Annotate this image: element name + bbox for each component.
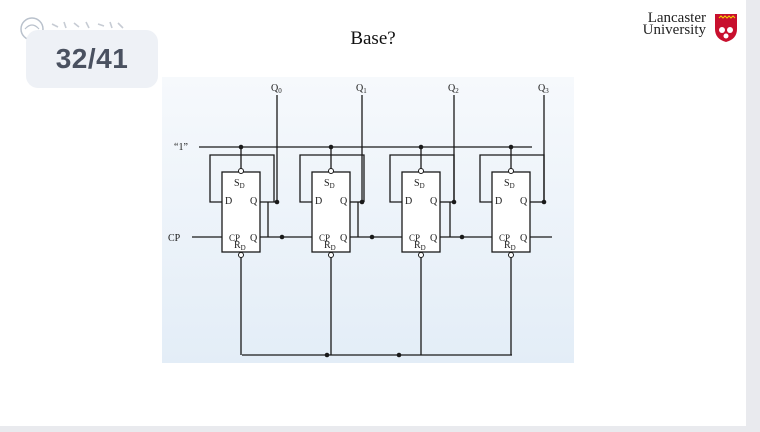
set-junction-dot bbox=[418, 144, 424, 150]
clock-label: CP bbox=[229, 233, 240, 243]
set-input-bubble bbox=[328, 168, 334, 174]
reset-label: RD bbox=[414, 240, 426, 252]
set-junction-dot bbox=[508, 144, 514, 150]
output-label-q2: Q2 bbox=[448, 83, 459, 95]
set-label: SD bbox=[414, 178, 425, 190]
d-input-label: D bbox=[495, 196, 502, 207]
q-output-label: Q bbox=[430, 196, 438, 207]
output-label-q1: Q1 bbox=[356, 83, 367, 95]
set-input-bubble bbox=[238, 168, 244, 174]
reset-label: RD bbox=[504, 240, 516, 252]
input-one-label: “1” bbox=[174, 142, 188, 153]
q-output-dot bbox=[274, 199, 280, 205]
reset-label: RD bbox=[234, 240, 246, 252]
clock-junction-dot bbox=[459, 234, 465, 240]
reset-input-bubble bbox=[508, 252, 514, 258]
d-input-label: D bbox=[405, 196, 412, 207]
slide-title: Base? bbox=[350, 28, 396, 49]
feedback-frame-left bbox=[389, 154, 421, 203]
set-label: SD bbox=[234, 178, 245, 190]
reset-input-bubble bbox=[328, 252, 334, 258]
q-output-label: Q bbox=[520, 196, 528, 207]
clock-junction-dot bbox=[279, 234, 285, 240]
qbar-output-label: Q bbox=[430, 233, 438, 244]
lancaster-university-logo: Lancaster University bbox=[634, 10, 738, 46]
d-input-label: D bbox=[315, 196, 322, 207]
set-label: SD bbox=[324, 178, 335, 190]
reset-input-bubble bbox=[418, 252, 424, 258]
feedback-frame-right bbox=[331, 154, 365, 202]
clock-label: CP bbox=[319, 233, 330, 243]
clock-junction-dot bbox=[369, 234, 375, 240]
university-name-line1: Lancaster bbox=[647, 10, 706, 26]
feedback-frame-left bbox=[299, 154, 331, 203]
set-label: SD bbox=[504, 178, 515, 190]
university-name-line2: University bbox=[642, 22, 706, 38]
reset-label: RD bbox=[324, 240, 336, 252]
slide-counter: 32/41 bbox=[26, 30, 158, 88]
set-junction-dot bbox=[238, 144, 244, 150]
feedback-frame-left bbox=[209, 154, 241, 203]
lancaster-crest-icon bbox=[715, 14, 737, 42]
q-output-dot bbox=[359, 199, 365, 205]
feedback-frame-left bbox=[479, 154, 511, 203]
reset-junction-dot bbox=[324, 352, 330, 358]
set-junction-dot bbox=[328, 144, 334, 150]
reset-input-bubble bbox=[238, 252, 244, 258]
set-input-bubble bbox=[508, 168, 514, 174]
q-output-dot bbox=[541, 199, 547, 205]
d-input-label: D bbox=[225, 196, 232, 207]
feedback-frame-right bbox=[241, 154, 275, 202]
qbar-output-label: Q bbox=[520, 233, 528, 244]
reset-junction-dot bbox=[396, 352, 402, 358]
q-output-dot bbox=[451, 199, 457, 205]
clock-label: CP bbox=[409, 233, 420, 243]
set-input-bubble bbox=[418, 168, 424, 174]
window-bottom-edge bbox=[0, 426, 760, 432]
clock-label: CP bbox=[499, 233, 510, 243]
output-label-q0: Q0 bbox=[271, 83, 282, 95]
q-output-label: Q bbox=[250, 196, 258, 207]
qbar-output-label: Q bbox=[340, 233, 348, 244]
output-label-q3: Q3 bbox=[538, 83, 549, 95]
qbar-output-label: Q bbox=[250, 233, 258, 244]
window-right-edge bbox=[746, 0, 760, 432]
q-output-label: Q bbox=[340, 196, 348, 207]
d-flipflop-0 bbox=[221, 171, 261, 253]
clock-input-label: CP bbox=[168, 233, 181, 244]
